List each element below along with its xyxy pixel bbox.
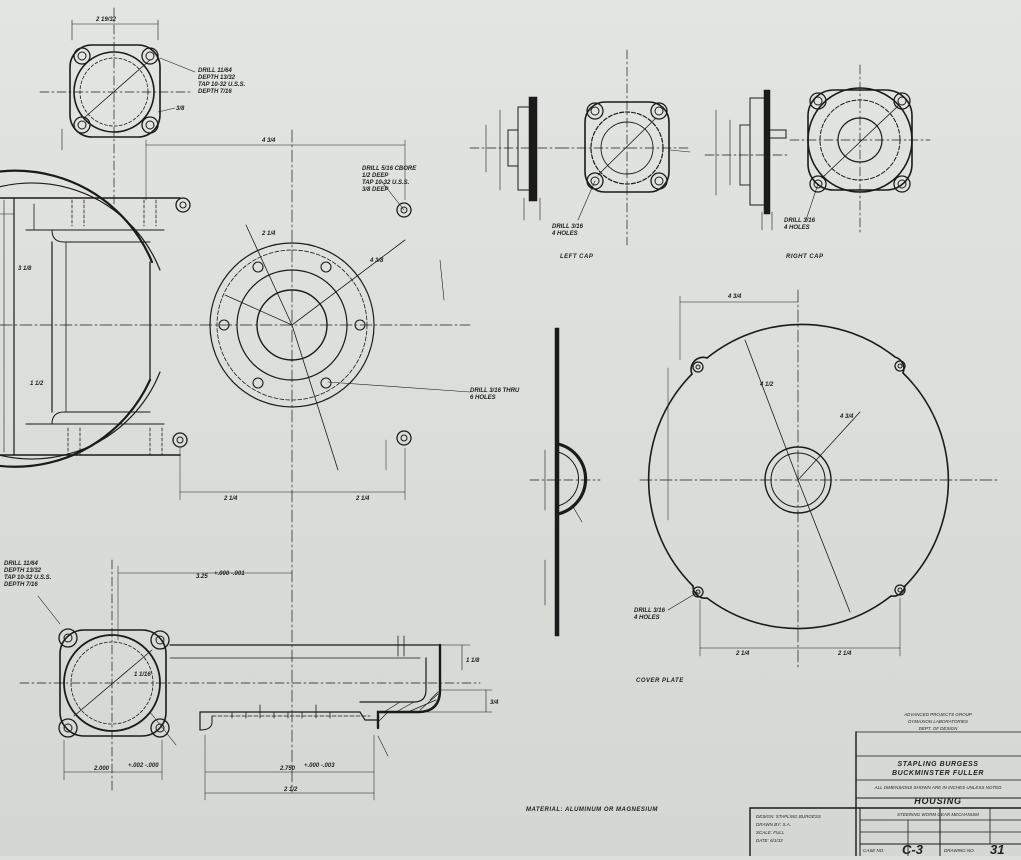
bottom-note-1: DRILL 11/64 [4,561,38,567]
cover-bottom-right-dim: 2 1/4 [837,651,852,657]
main-bottom-left-dim: 2 1/4 [223,496,238,502]
cover-top-dim: 4 3/4 [727,294,742,300]
top-flange-note-3: TAP 10-32 U.S.S. [198,82,246,88]
cover-radius-dim: 4 1/2 [759,382,774,388]
material-note: MATERIAL: ALUMINUM OR MAGNESIUM [526,807,658,813]
main-drill-note-4: 3/8 DEEP [362,187,389,193]
right-cap-drill-1: DRILL 3/16 [784,218,816,224]
main-drill-note-1: DRILL 5/16 CBORE [362,166,417,172]
right-cap-caption: RIGHT CAP [786,254,824,260]
cover-radius-dim-2: 4 3/4 [839,414,854,420]
left-block-1: DESIGN: STAPLING BURGESS [756,814,821,819]
part-subtitle: STEERING WORM GEAR MECHANISM [897,812,979,817]
left-cap-drill-2: 4 HOLES [551,231,578,237]
case-number: C-3 [902,842,924,856]
main-drill-note-2: 1/2 DEEP [362,173,389,179]
bottom-radius: 1 1/16 [134,672,151,678]
bottom-note-3: TAP 10-32 U.S.S. [4,575,52,581]
bottom-lower-mid-dim: 2.750 [279,766,296,772]
drawing-label: DRAWING NO. [944,848,975,853]
bottom-note-2: DEPTH 13/32 [4,568,42,574]
designer-1: STAPLING BURGESS [897,761,978,768]
main-left-lower-dim: 1 1/2 [30,381,44,387]
bottom-upper-dim: 3.25 [196,574,208,580]
designer-2: BUCKMINSTER FULLER [892,770,984,777]
title-small-1: ADVANCED PROJECTS GROUP [903,712,972,717]
right-cap-drill-2: 4 HOLES [783,225,810,231]
left-block-3: SCALE: FULL [756,830,785,835]
bottom-lower-mid-tol: +.000 -.003 [304,763,335,769]
main-inner-radius: 2 1/4 [261,231,276,237]
top-flange-view [39,7,196,207]
title-note: ALL DIMENSIONS SHOWN ARE IN INCHES UNLES… [874,785,1003,790]
cover-plate-view [529,289,1001,671]
left-block-2: DRAWN BY: S.A. [756,822,791,827]
main-top-dim: 4 3/4 [261,138,276,144]
bottom-right-dim-2: 3/4 [490,700,499,706]
cover-drill-1: DRILL 3/16 [634,608,666,614]
bottom-section-view [19,559,493,801]
part-name: HOUSING [914,796,962,806]
cover-drill-2: 4 HOLES [633,615,660,621]
title-small-3: DEPT. OF DESIGN [919,726,959,731]
cover-bottom-left-dim: 2 1/4 [735,651,750,657]
top-flange-hole-label: 3/8 [176,106,185,112]
main-outer-radius: 4 3/8 [369,258,384,264]
bottom-lower-left-dim: 2.000 [93,766,110,772]
bottom-note-4: DEPTH 7/16 [4,582,38,588]
bottom-lower-left-tol: +.002 -.000 [128,763,159,769]
main-drill-note-3: TAP 10-32 U.S.S. [362,180,410,186]
bottom-right-dim: 1 1/8 [466,658,480,664]
case-label: CASE NO. [863,848,885,853]
title-block [749,731,1021,857]
main-drill-lower-2: 6 HOLES [470,395,496,401]
top-flange-note-1: DRILL 11/64 [198,68,232,74]
left-cap-view [469,49,691,246]
left-cap-caption: LEFT CAP [560,254,594,260]
main-bottom-right-dim: 2 1/4 [355,496,370,502]
drawing-number: 31 [990,842,1004,856]
annotations: 2 19/32 DRILL 11/64 DEPTH 13/32 TAP 10-3… [4,17,1004,857]
main-front-view [0,129,471,793]
left-block-4: DATE: 6/1/33 [756,838,783,843]
bottom-bottom-dim: 2 1/2 [283,787,298,793]
top-flange-note-4: DEPTH 7/16 [198,89,232,95]
right-cap-view [704,64,931,236]
top-flange-note-2: DEPTH 13/32 [198,75,236,81]
bottom-upper-tol: +.000 -.001 [214,571,245,577]
cover-plate-caption: COVER PLATE [636,678,684,684]
left-cap-drill-1: DRILL 3/16 [552,224,584,230]
main-left-dim: 3 1/8 [18,266,32,272]
title-small-2: DYMAXION LABORATORIES [908,719,968,724]
top-flange-width-dim: 2 19/32 [95,17,117,23]
main-drill-lower-1: DRILL 3/16 THRU [470,388,520,394]
